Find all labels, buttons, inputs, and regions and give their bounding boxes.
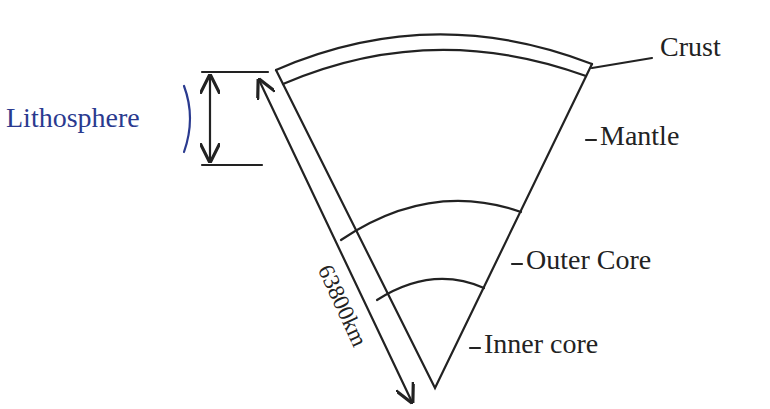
lithosphere-label: Lithosphere <box>6 103 140 134</box>
dimension-label: 63800km <box>312 261 371 351</box>
layer-label: Mantle <box>600 121 679 152</box>
layer-label: Crust <box>660 32 721 63</box>
layer-label: Inner core <box>484 329 598 360</box>
layer-label: Outer Core <box>526 245 651 276</box>
